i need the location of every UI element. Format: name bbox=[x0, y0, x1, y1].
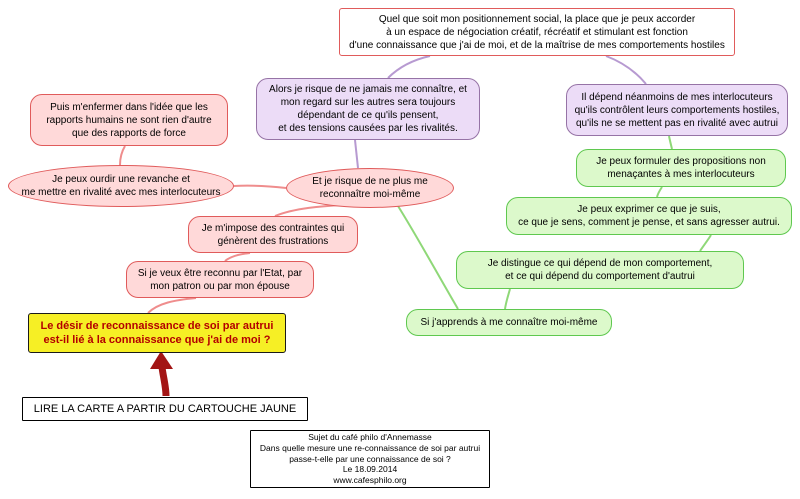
read-instruction-box: LIRE LA CARTE A PARTIR DU CARTOUCHE JAUN… bbox=[22, 397, 308, 421]
connector-ourdir-to-puis-enfermer bbox=[119, 145, 126, 166]
node-etre-reconnu[interactable]: Si je veux être reconnu par l'Etat, par … bbox=[126, 261, 314, 298]
connector-exprimer-to-formuler bbox=[656, 186, 663, 198]
node-formuler-propositions[interactable]: Je peux formuler des propositions non me… bbox=[576, 149, 786, 187]
node-alors-risque[interactable]: Alors je risque de ne jamais me connaîtr… bbox=[256, 78, 480, 140]
node-ne-plus-me-reconnaitre[interactable]: Et je risque de ne plus me reconnaître m… bbox=[286, 168, 454, 208]
node-exprimer[interactable]: Je peux exprimer ce que je suis, ce que … bbox=[506, 197, 792, 235]
node-apprends-connaitre[interactable]: Si j'apprends à me connaître moi-même bbox=[406, 309, 612, 336]
connector-alors-risque-to-conclusion bbox=[387, 55, 431, 79]
connector-ne-plus-me-reconnaitre-to-alors-risque bbox=[354, 139, 359, 169]
node-ourdir-revanche[interactable]: Je peux ourdir une revanche et me mettre… bbox=[8, 165, 234, 207]
connector-distingue-to-exprimer bbox=[699, 234, 712, 252]
connector-contraintes-to-ne-plus-me-reconnaitre bbox=[274, 204, 345, 217]
connector-formuler-to-il-depend bbox=[668, 135, 673, 150]
read-direction-arrow-icon bbox=[150, 351, 173, 397]
connector-il-depend-to-conclusion bbox=[605, 55, 647, 85]
node-il-depend[interactable]: Il dépend néanmoins de mes interlocuteur… bbox=[566, 84, 788, 136]
node-conclusion[interactable]: Quel que soit mon positionnement social,… bbox=[339, 8, 735, 56]
node-question-centrale[interactable]: Le désir de reconnaissance de soi par au… bbox=[28, 313, 286, 353]
node-contraintes[interactable]: Je m'impose des contraintes qui génèrent… bbox=[188, 216, 358, 253]
node-distingue[interactable]: Je distingue ce qui dépend de mon compor… bbox=[456, 251, 744, 289]
connector-apprends-to-ne-plus-me-reconnaitre bbox=[397, 205, 459, 310]
connector-question-to-etre-reconnu bbox=[147, 297, 197, 314]
connector-etre-reconnu-to-contraintes bbox=[224, 252, 251, 262]
subject-footer-box: Sujet du café philo d'Annemasse Dans que… bbox=[250, 430, 490, 488]
connector-apprends-to-distingue bbox=[504, 288, 511, 310]
connector-ne-plus-me-reconnaitre-to-ourdir bbox=[233, 184, 287, 189]
node-puis-enfermer[interactable]: Puis m'enfermer dans l'idée que les rapp… bbox=[30, 94, 228, 146]
